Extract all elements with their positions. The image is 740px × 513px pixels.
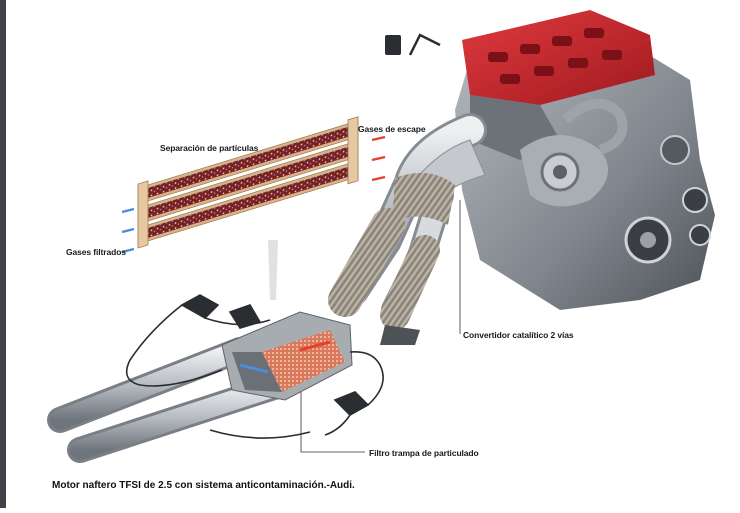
engine-icon	[385, 10, 715, 310]
particle-filter-label: Filtro trampa de particulado	[369, 448, 479, 458]
exhaust-gases-label: Gases de escape	[358, 124, 426, 134]
particle-filter-cutaway-icon	[121, 116, 386, 300]
left-border	[0, 0, 6, 508]
particle-separation-label: Separación de partículas	[160, 143, 259, 153]
exhaust-pipe-icon	[47, 113, 487, 463]
figure-caption: Motor naftero TFSI de 2.5 con sistema an…	[52, 480, 355, 491]
catalytic-converter-label: Convertidor catalítico 2 vías	[463, 330, 574, 340]
particle-filter-callout	[300, 392, 365, 453]
filtered-gases-label: Gases filtrados	[66, 247, 126, 257]
sensor-icon	[125, 294, 384, 439]
